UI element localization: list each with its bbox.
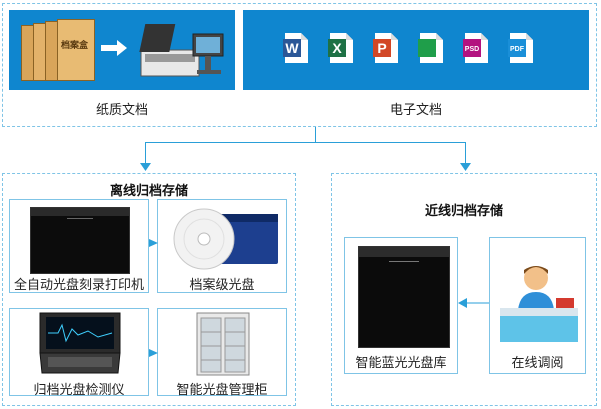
svg-text:PSD: PSD [465, 46, 479, 53]
online-access-box: 在线调阅 [489, 237, 586, 374]
pdf-icon: PDF [508, 32, 534, 64]
connector-left-down [145, 142, 146, 166]
electronic-documents-panel: W X P PSD PDF [243, 10, 589, 90]
disc-cabinet-image [196, 312, 250, 376]
disc-burner-printer-image [30, 207, 130, 274]
disc-tester-box: 归档光盘检测仪 [9, 308, 149, 397]
bluray-library-label: 智能蓝光光盘库 [355, 355, 447, 370]
online-access-image [500, 266, 578, 342]
connector-horizontal [145, 142, 465, 143]
flow-arrow-online-to-library [458, 298, 490, 308]
archive-disc-label: 档案级光盘 [189, 277, 255, 292]
disc-burner-printer-box: 全自动光盘刻录打印机 [9, 199, 149, 293]
svg-text:P: P [377, 40, 386, 56]
flow-arrow-printer-to-disc [149, 239, 158, 247]
online-access-label: 在线调阅 [511, 355, 564, 370]
archive-folders-icon: 档案盒 [21, 19, 95, 81]
arrow-down-left-icon [140, 163, 151, 171]
scan-arrow-icon [101, 40, 127, 56]
scanner-icon [139, 24, 224, 77]
svg-text:X: X [332, 40, 342, 56]
arrow-down-right-icon [460, 163, 471, 171]
generic-file-icon [418, 32, 444, 64]
word-icon: W [283, 32, 309, 64]
bluray-library-box: 智能蓝光光盘库 [344, 237, 458, 374]
archive-disc-box: 档案级光盘 [157, 199, 287, 293]
disc-tester-image [39, 312, 121, 374]
nearline-storage-container [331, 173, 597, 406]
disc-cabinet-box: 智能光盘管理柜 [157, 308, 287, 397]
bluray-library-image [358, 246, 450, 348]
nearline-storage-title: 近线归档存储 [424, 203, 503, 218]
excel-icon: X [328, 32, 354, 64]
file-icons-row: W X P PSD PDF [283, 32, 573, 72]
folder-label: 档案盒 [61, 40, 89, 50]
paper-documents-panel: 档案盒 [9, 10, 235, 90]
disc-tester-label: 归档光盘检测仪 [33, 382, 125, 397]
electronic-documents-label: 电子文档 [389, 102, 442, 117]
disc-burner-printer-label: 全自动光盘刻录打印机 [13, 277, 144, 292]
svg-text:PDF: PDF [510, 46, 525, 53]
offline-storage-title: 离线归档存储 [109, 183, 188, 198]
flow-arrow-tester-to-cabinet [149, 349, 158, 357]
powerpoint-icon: P [373, 32, 399, 64]
offline-storage-container [2, 173, 296, 406]
psd-icon: PSD [463, 32, 489, 64]
svg-text:W: W [285, 40, 299, 56]
connector-vertical [315, 127, 316, 143]
documents-container [2, 3, 597, 127]
connector-right-down [465, 142, 466, 166]
disc-cabinet-label: 智能光盘管理柜 [176, 382, 268, 397]
paper-documents-label: 纸质文档 [95, 102, 148, 117]
archive-disc-image [173, 208, 278, 270]
